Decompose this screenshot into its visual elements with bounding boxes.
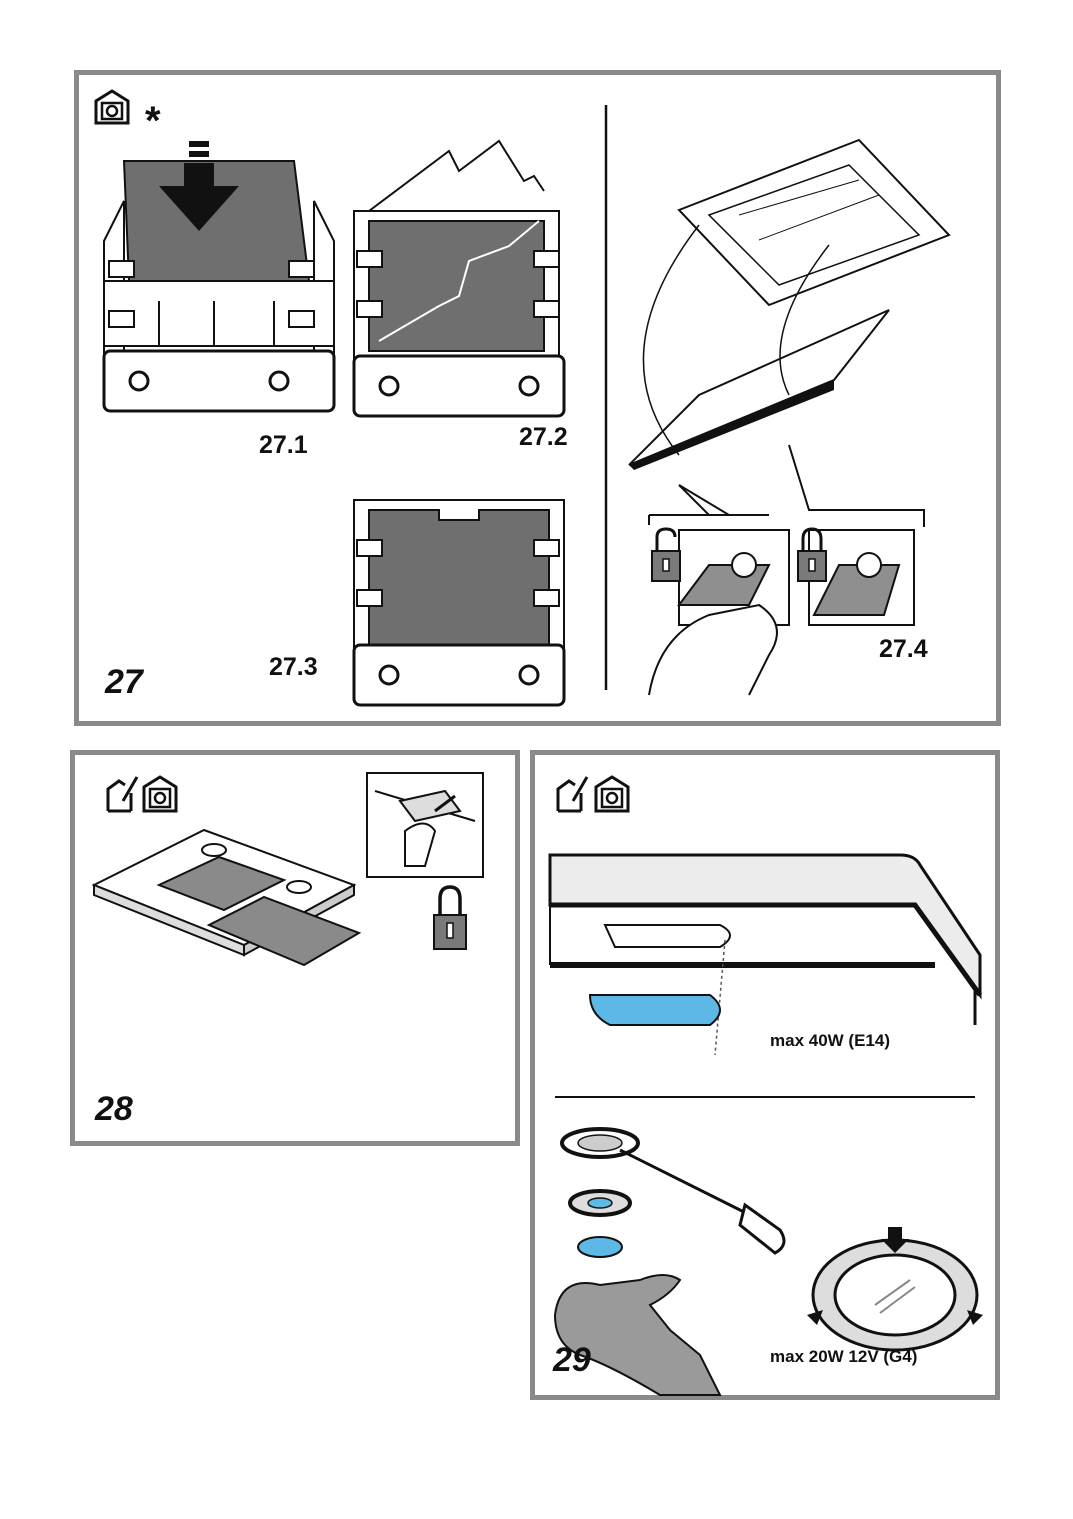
step-label-27-3: 27.3 xyxy=(269,653,318,682)
installer-icon xyxy=(105,775,141,813)
panel-29: max 40W (E14) max 20W 12V (G4) 29 xyxy=(530,750,1000,1400)
hood-lamp-illustration xyxy=(535,835,995,1065)
optional-star: * xyxy=(145,101,161,141)
lamp-spec-e14: max 40W (E14) xyxy=(770,1031,890,1051)
filter-remove-illustration xyxy=(349,131,579,421)
step-label-27-2: 27.2 xyxy=(519,423,568,452)
padlock-icon xyxy=(433,885,467,951)
locked-padlock-icon xyxy=(797,527,827,583)
grease-filter-illustration xyxy=(89,825,359,975)
filter-release-inset xyxy=(365,771,485,879)
lamp-spec-g4: max 20W 12V (G4) xyxy=(770,1347,917,1367)
filter-fitted-illustration xyxy=(349,495,579,707)
installer-icon xyxy=(555,775,591,813)
house-icon xyxy=(93,89,131,125)
unlocked-padlock-icon xyxy=(651,527,681,583)
filter-insert-illustration xyxy=(99,141,339,431)
panel-27: * 27.1 27.2 xyxy=(74,70,1001,726)
filter-lock-illustration xyxy=(619,135,969,705)
section-divider xyxy=(555,1095,975,1099)
figure-number-29: 29 xyxy=(553,1341,591,1380)
panel-28: 28 xyxy=(70,750,520,1146)
house-icon xyxy=(593,775,631,813)
figure-number-27: 27 xyxy=(105,663,143,702)
panel-divider xyxy=(604,105,608,690)
step-label-27-4: 27.4 xyxy=(879,635,928,664)
step-label-27-1: 27.1 xyxy=(259,431,308,460)
house-icon xyxy=(141,775,179,813)
figure-number-28: 28 xyxy=(95,1090,133,1129)
lamp-ring-illustration xyxy=(805,1225,985,1355)
